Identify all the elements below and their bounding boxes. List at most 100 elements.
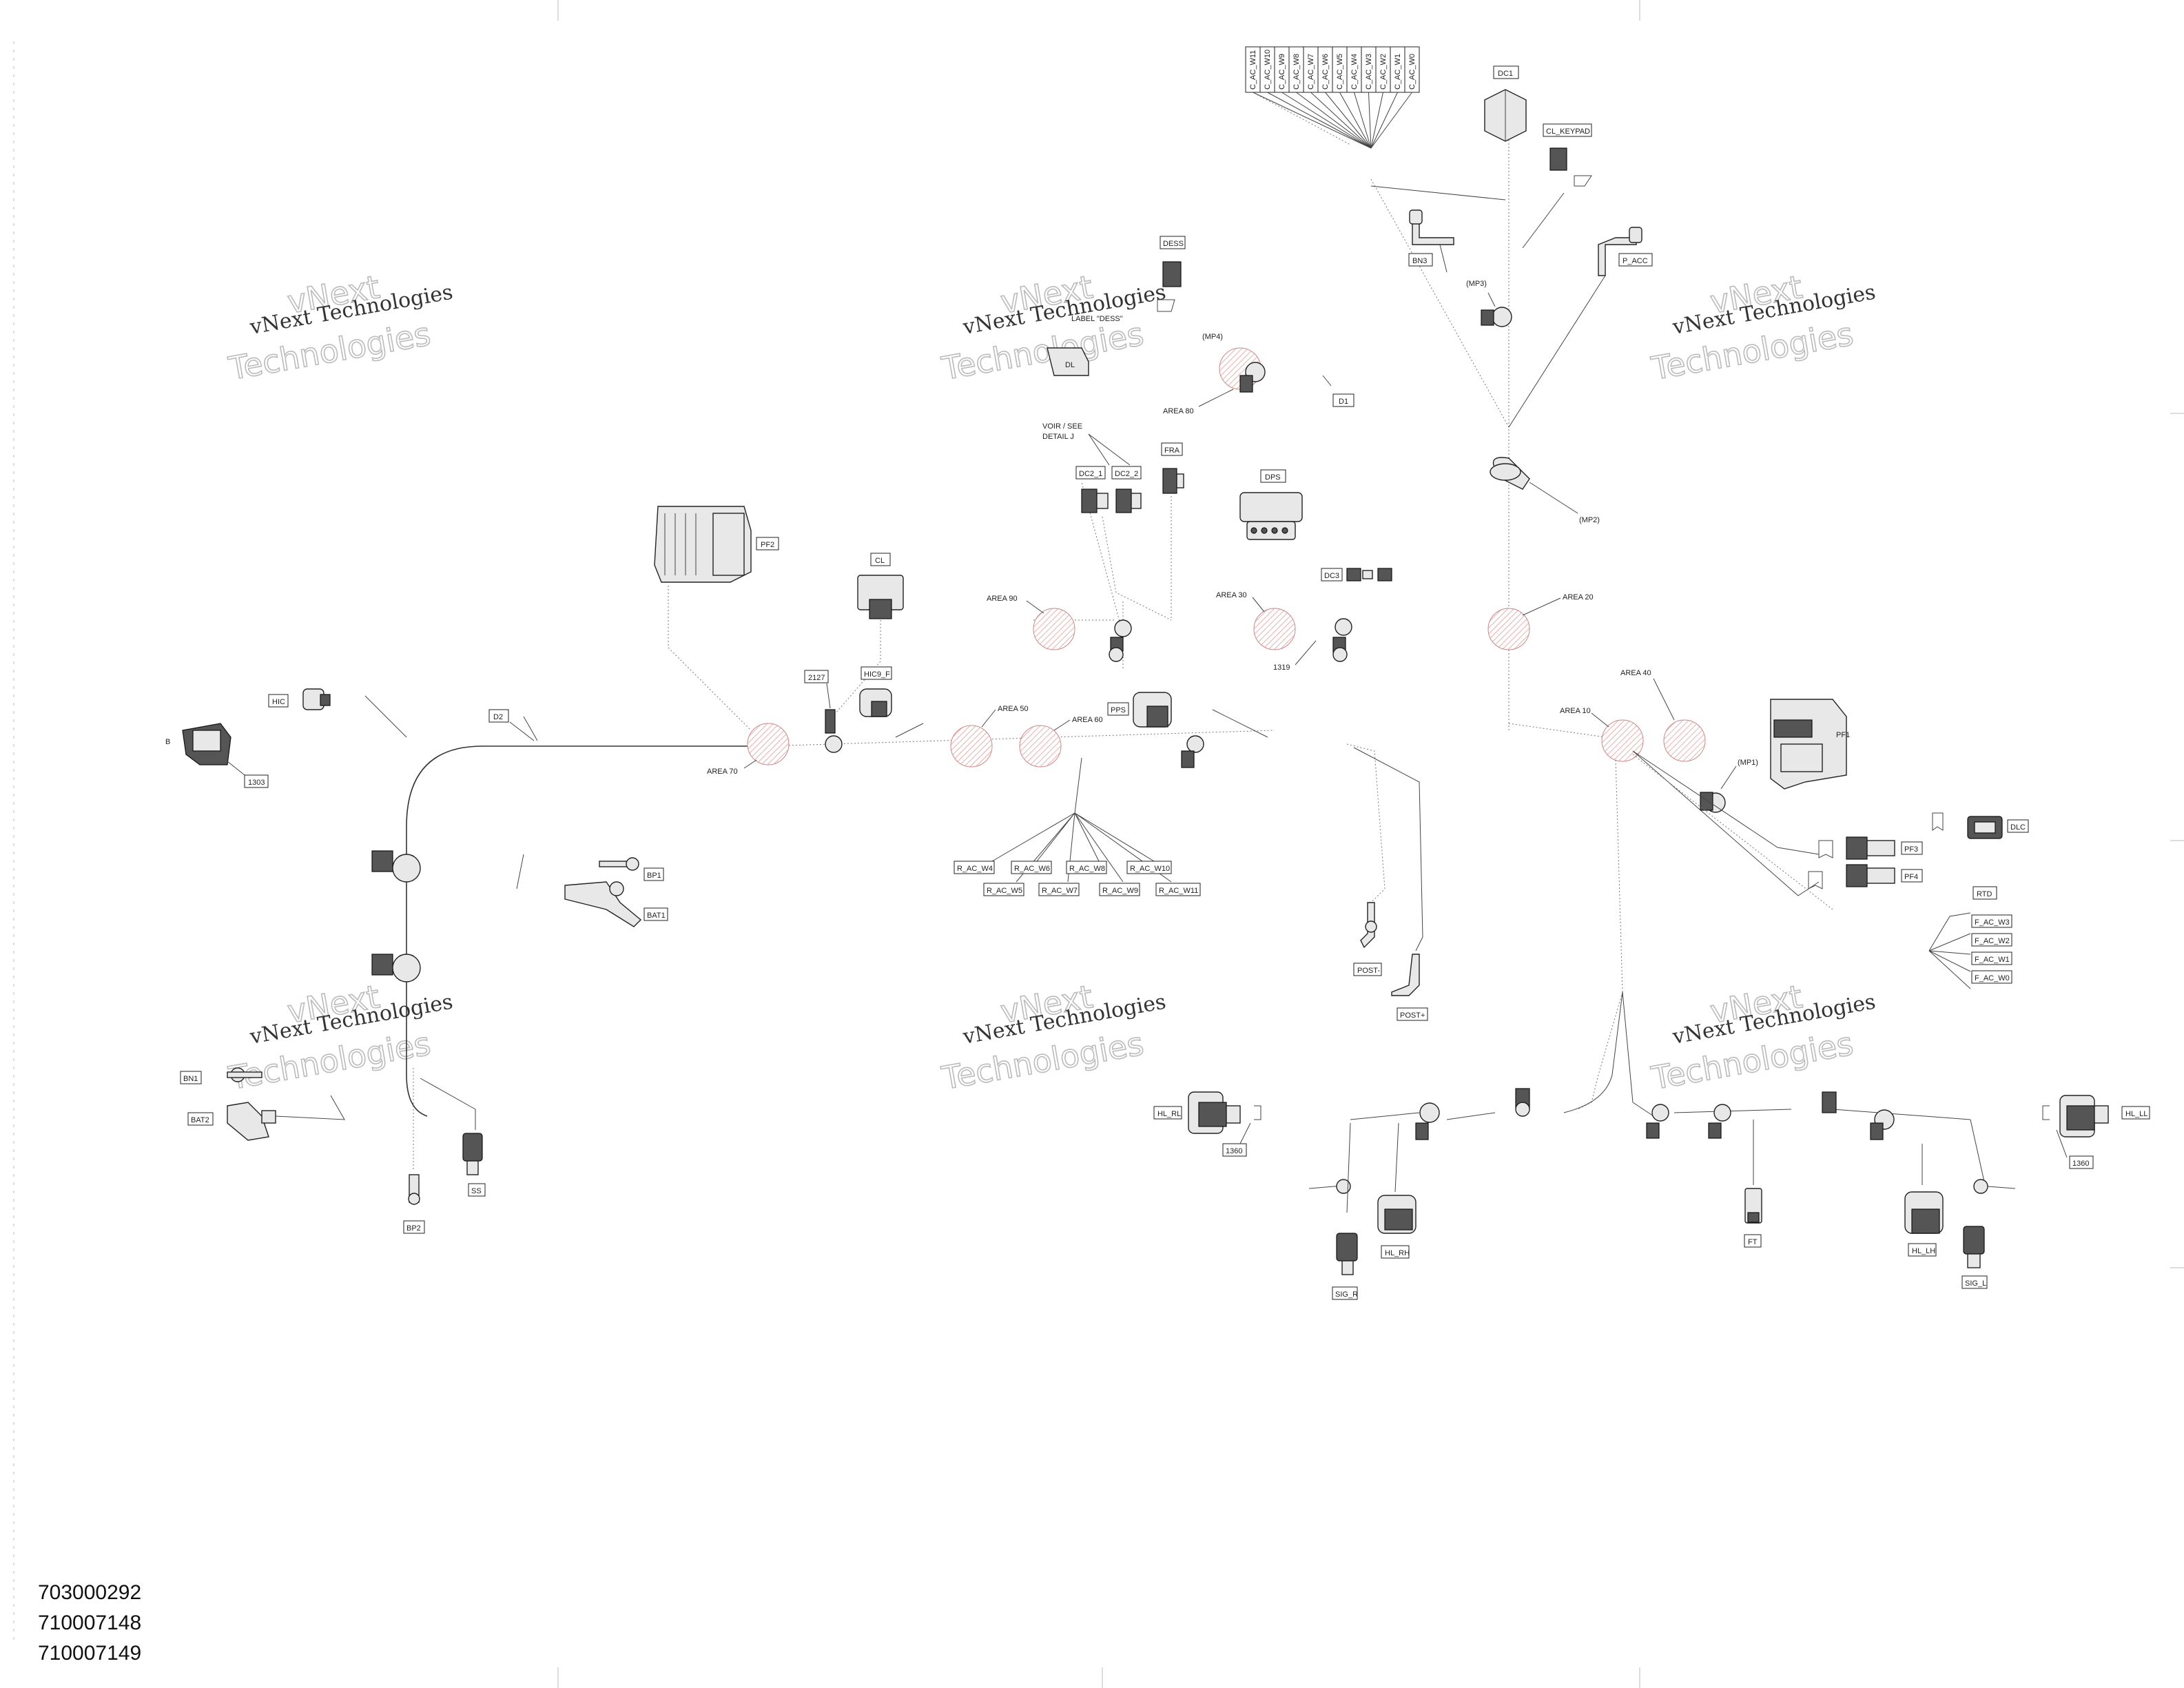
f-ac-wire-box xyxy=(1971,951,2012,965)
part-number: 710007148 xyxy=(38,1612,142,1634)
c-ac-wire-label: C_AC_W8 xyxy=(1292,54,1301,90)
c-ac-wire-label: C_AC_W4 xyxy=(1350,54,1359,90)
trunk-clip-1 xyxy=(371,850,421,883)
r-ac-wire-label: R_AC_W5 xyxy=(987,887,1022,895)
ft-label: FT xyxy=(1748,1238,1758,1246)
c-ac-wire-lead xyxy=(1253,92,1372,149)
dc2-connectors: DC2_1 DC2_2 xyxy=(1075,466,1172,621)
area-30-circle xyxy=(1253,608,1296,650)
cl-keypad-body xyxy=(1549,147,1567,171)
fra-body xyxy=(1162,468,1177,494)
c-ac-wire-lead xyxy=(1354,92,1372,149)
area60-label: AREA 60 xyxy=(1072,716,1103,724)
dc3-connector: DC3 xyxy=(1321,568,1392,581)
ss-connector: SS xyxy=(420,1078,486,1197)
area20-label: AREA 20 xyxy=(1563,593,1594,601)
watermark-bottom-right: vNext vNext Technologies Technologies xyxy=(1648,977,1877,1097)
dlc-label: DLC xyxy=(2010,823,2026,832)
hic9-f-connector: HIC9_F xyxy=(859,666,892,717)
area30-label: AREA 30 xyxy=(1216,591,1247,599)
area-20-circle xyxy=(1487,608,1530,650)
hl-lh-label: HL_LH xyxy=(1912,1247,1935,1255)
r-ac-wire-box xyxy=(1099,883,1140,896)
post-minus-label: POST- xyxy=(1357,967,1380,975)
c-ac-wire-lead xyxy=(1310,92,1372,149)
mp3-clip: (MP3) xyxy=(1466,280,1512,327)
fra-label: FRA xyxy=(1164,446,1180,455)
dess-label: DESS xyxy=(1163,240,1184,248)
mp3-body xyxy=(1481,309,1494,326)
n1303-label: 1303 xyxy=(248,779,265,787)
cl-connector: CL xyxy=(826,553,904,724)
f-ac-wire-box xyxy=(1971,970,2012,984)
n2127-label: 2127 xyxy=(808,674,825,682)
area-labels: AREA 90 AREA 30 AREA 20 AREA 70 AREA 50 … xyxy=(707,591,1675,776)
area80-label: AREA 80 xyxy=(1163,407,1194,415)
d2-label-group: D2 xyxy=(488,709,535,741)
c-ac-wire-lead xyxy=(1368,92,1372,149)
hl-rl-connector: HL_RL 1360 xyxy=(1153,1091,1261,1157)
c-ac-wire-label: C_AC_W11 xyxy=(1249,50,1257,90)
area90-label: AREA 90 xyxy=(987,595,1018,603)
area-circles xyxy=(747,347,1706,768)
bp2-label: BP2 xyxy=(406,1224,421,1233)
area-50-circle xyxy=(950,725,993,768)
c-ac-wire-lead xyxy=(1339,92,1372,149)
r-ac-wire-group: R_AC_W4R_AC_W5R_AC_W6R_AC_W7R_AC_W8R_AC_… xyxy=(954,757,1201,896)
center-front-clip xyxy=(1515,1088,1530,1117)
c-ac-wire-label: C_AC_W0 xyxy=(1408,54,1416,90)
hl-ll-label: HL_LL xyxy=(2125,1110,2147,1118)
bp1-label: BP1 xyxy=(647,872,661,880)
dlc-connector: DLC xyxy=(1932,812,2029,839)
cl-keypad-connector: CL_KEYPAD xyxy=(1522,123,1592,249)
bp1-terminal: BP1 xyxy=(599,857,664,881)
area30-clip: 1319 xyxy=(1273,618,1352,672)
dc1-connector: DC1 xyxy=(1484,65,1527,142)
watermark-bottom-center: vNext vNext Technologies Technologies xyxy=(938,977,1168,1097)
dc3-label: DC3 xyxy=(1324,572,1339,580)
dc2-1-body xyxy=(1081,488,1098,513)
p-acc-terminal: P_ACC xyxy=(1508,227,1653,428)
r-ac-wire-box xyxy=(1011,861,1052,874)
mp3-label: (MP3) xyxy=(1466,280,1487,288)
b-label: B xyxy=(165,738,170,746)
r-ac-wire-box xyxy=(1038,883,1080,896)
bn3-label: BN3 xyxy=(1412,257,1427,265)
detail-j-label: DETAIL J xyxy=(1042,433,1074,441)
front-harness-lines xyxy=(1350,757,1971,1120)
c-ac-wire-lead xyxy=(1370,92,1412,149)
bat2-terminal: BAT2 xyxy=(187,1095,345,1141)
rtd-label: RTD xyxy=(1977,890,1992,898)
part-number: 710007149 xyxy=(38,1642,142,1665)
p-acc-label: P_ACC xyxy=(1622,257,1648,265)
mp4-body xyxy=(1239,375,1253,393)
r-ac-wire-label: R_AC_W10 xyxy=(1130,865,1170,873)
pps-connector: PPS xyxy=(1107,692,1204,768)
bn3-terminal: BN3 xyxy=(1408,209,1454,273)
pf2-label: PF2 xyxy=(761,541,774,549)
pps-label: PPS xyxy=(1111,706,1126,714)
dess-body xyxy=(1162,261,1182,287)
r-ac-wire-label: R_AC_W8 xyxy=(1069,865,1105,873)
c-ac-wire-lead xyxy=(1370,92,1398,149)
r-ac-wire-label: R_AC_W7 xyxy=(1042,887,1078,895)
r-ac-wire-label: R_AC_W6 xyxy=(1014,865,1050,873)
sig-l-label: SIG_L xyxy=(1965,1279,1986,1288)
n1319-label: 1319 xyxy=(1273,663,1290,672)
r-ac-wire-box xyxy=(1066,861,1107,874)
c-ac-wire-lead xyxy=(1325,92,1372,149)
c-ac-wire-label: C_AC_W6 xyxy=(1321,54,1330,90)
hl-rh-connector: HL_RH xyxy=(1377,1102,1440,1259)
r-ac-wire-label: R_AC_W11 xyxy=(1159,887,1198,895)
c-ac-wire-label: C_AC_W1 xyxy=(1394,54,1402,90)
n2127-clip: 2127 xyxy=(804,670,843,753)
fra-connector: FRA xyxy=(1161,442,1184,620)
dc1-label: DC1 xyxy=(1498,70,1513,78)
bn1-terminal: BN1 xyxy=(180,1067,262,1084)
f-ac-wire-box xyxy=(1971,914,2012,928)
b-connector: B 1303 xyxy=(165,723,269,788)
post-plus-terminal: POST+ xyxy=(1353,747,1428,1021)
mp4-label: (MP4) xyxy=(1202,333,1223,341)
